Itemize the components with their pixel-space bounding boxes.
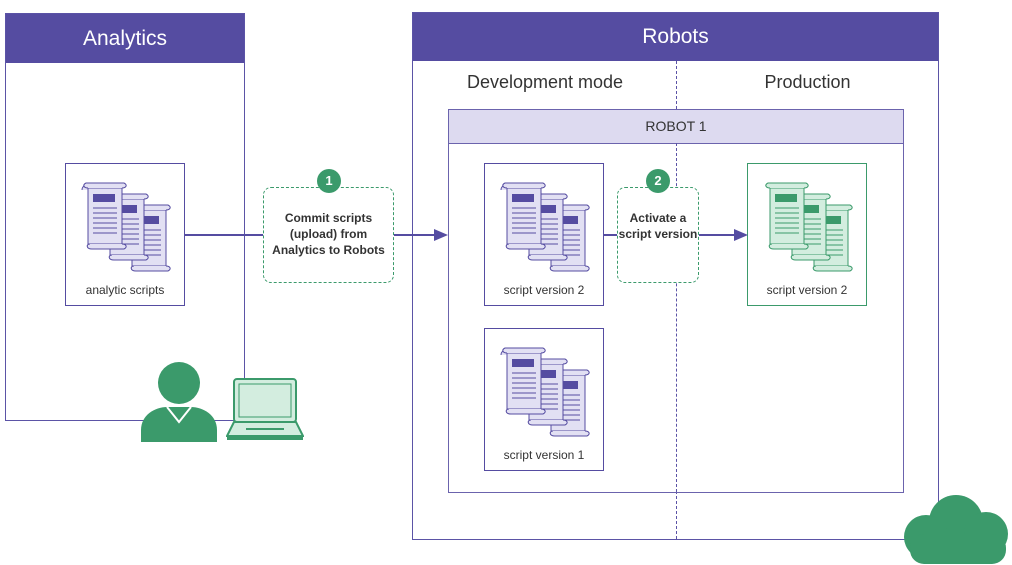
card-label: script version 1	[503, 448, 585, 462]
production-card-script-version-2[interactable]: script version 2	[747, 163, 867, 306]
laptop-icon	[226, 378, 304, 440]
mode-divider-inner	[676, 143, 677, 492]
cloud-icon	[904, 495, 1008, 564]
activate-arrow-head	[734, 229, 748, 241]
robots-title: Robots	[413, 13, 938, 61]
development-mode-label: Development mode	[466, 72, 624, 92]
step-2-text: Activate a script version	[618, 211, 698, 241]
step-2-box: Activate a script version	[617, 187, 699, 283]
analytics-title: Analytics	[6, 14, 244, 63]
step-2-badge: 2	[646, 169, 670, 193]
user-icon	[141, 362, 217, 442]
card-label: script version 2	[766, 283, 848, 297]
analytics-panel: Analytics	[5, 13, 245, 421]
step-1-badge: 1	[317, 169, 341, 193]
commit-arrow-head	[434, 229, 448, 241]
analytic-scripts-card[interactable]: analytic scripts	[65, 163, 185, 306]
dev-card-script-version-1[interactable]: script version 1	[484, 328, 604, 471]
step-1-text: Commit scripts (upload) from Analytics t…	[272, 211, 385, 257]
card-label: analytic scripts	[85, 283, 165, 297]
dev-card-script-version-2[interactable]: script version 2	[484, 163, 604, 306]
robot-title: ROBOT 1	[449, 110, 903, 144]
card-label: script version 2	[503, 283, 585, 297]
production-label: Production	[764, 72, 851, 92]
step-1-box: Commit scripts (upload) from Analytics t…	[263, 187, 394, 283]
